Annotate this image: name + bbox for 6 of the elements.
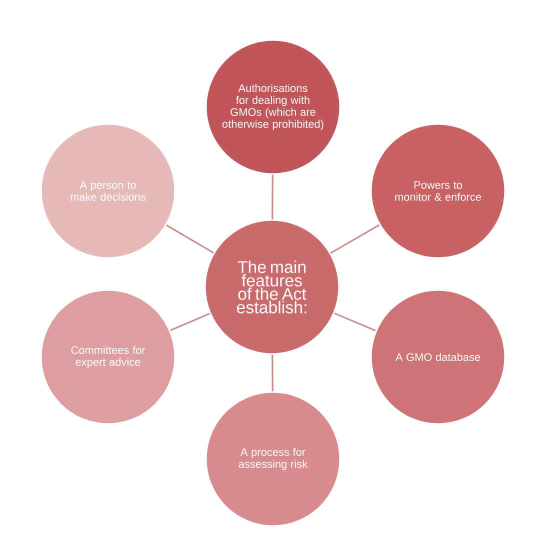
connector-line <box>170 312 210 332</box>
connector-line <box>166 224 214 254</box>
connector-line <box>334 312 376 332</box>
connector-line <box>330 224 380 254</box>
connector-line <box>272 354 274 392</box>
connector-line <box>272 174 274 220</box>
